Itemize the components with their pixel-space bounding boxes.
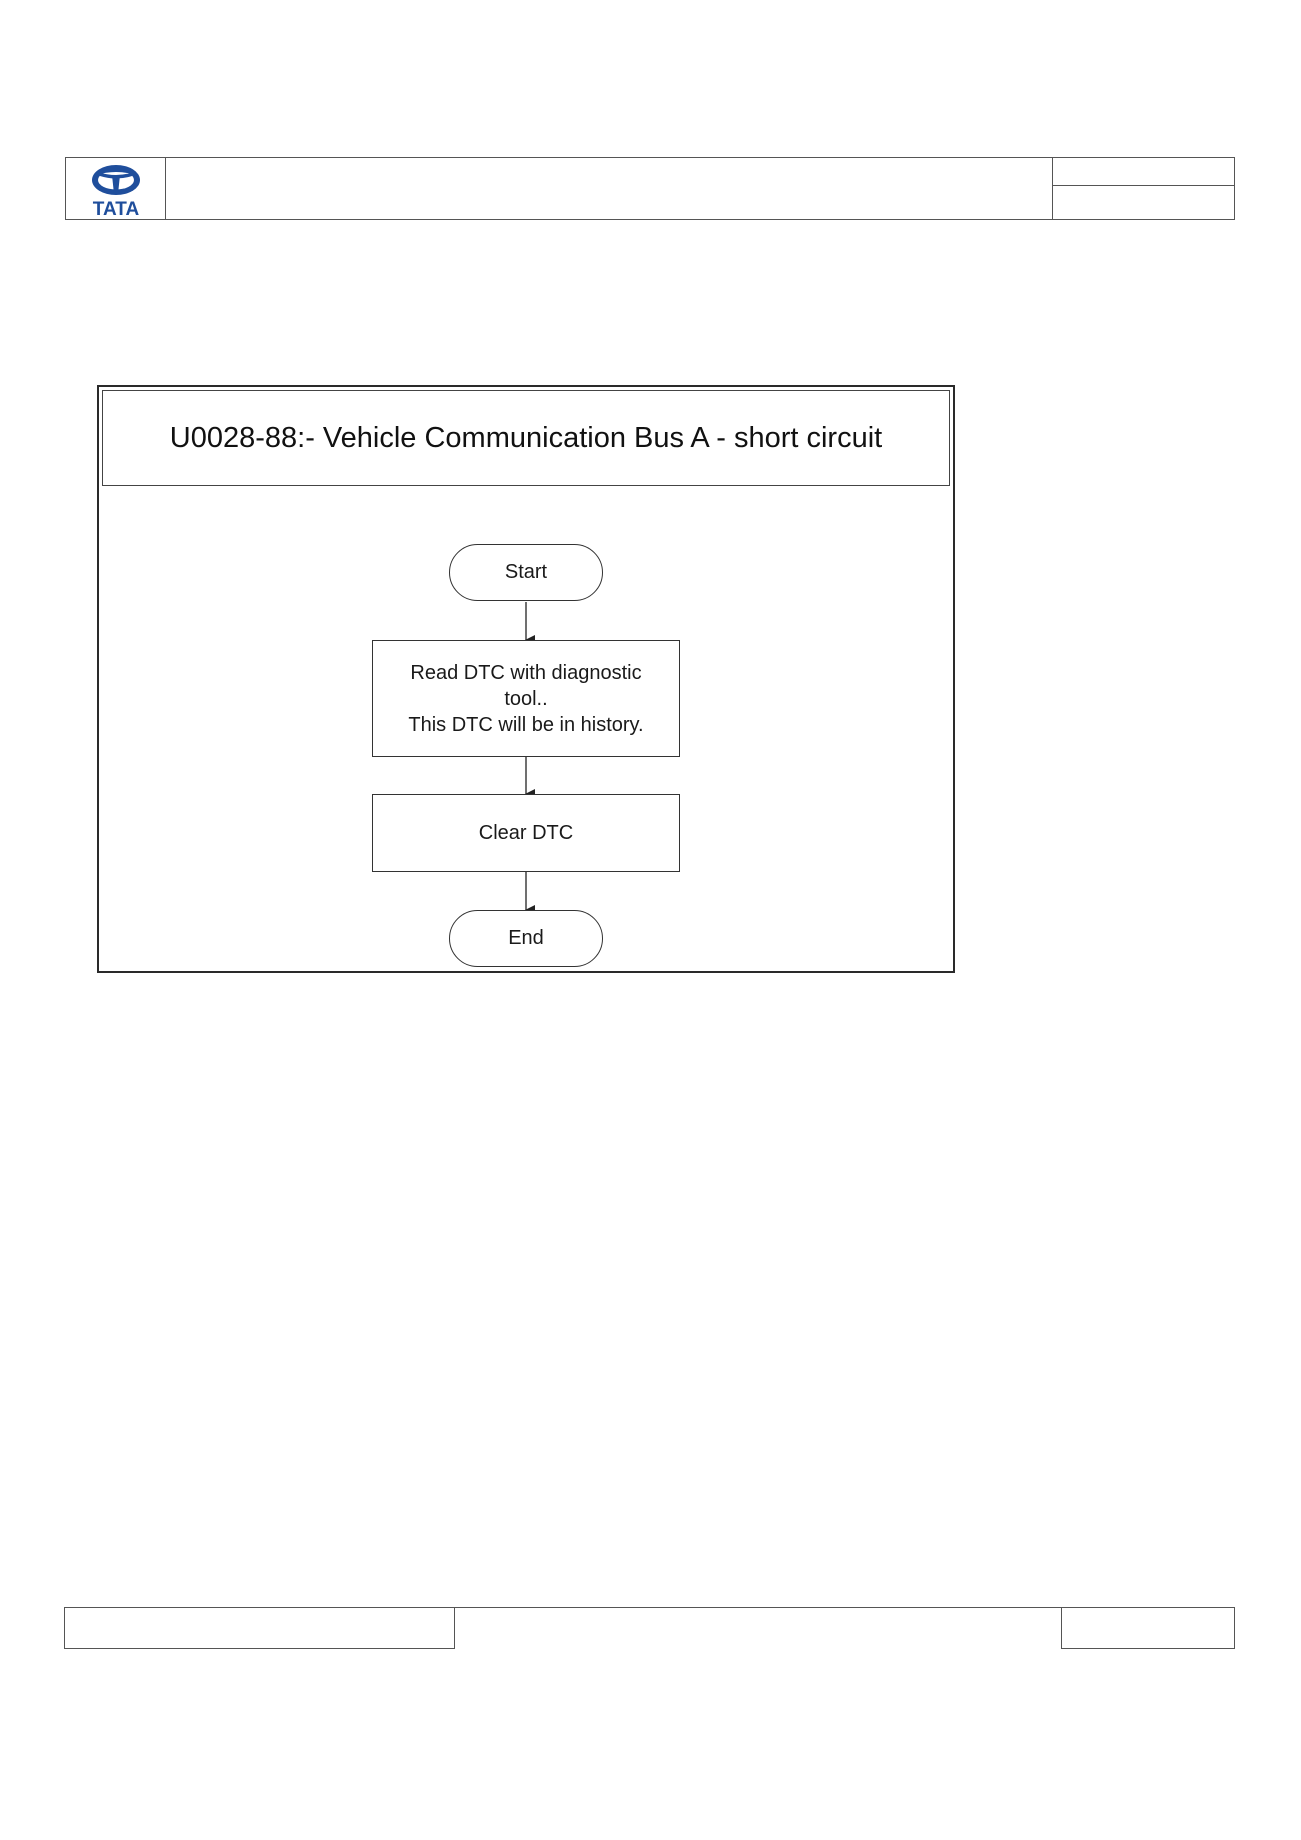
header-info-cell — [1052, 158, 1234, 219]
header-info-divider — [1053, 185, 1234, 186]
flowchart-title: U0028-88:- Vehicle Communication Bus A -… — [102, 390, 950, 486]
logo-cell: TATA — [66, 158, 166, 220]
read-dtc-step: Read DTC with diagnostic tool.. This DTC… — [372, 640, 680, 757]
read-dtc-line-2: tool.. — [504, 687, 548, 710]
start-terminal: Start — [449, 544, 603, 601]
end-terminal: End — [449, 910, 603, 967]
flowchart-frame — [97, 385, 955, 973]
tata-logo: TATA — [92, 165, 140, 220]
footer-left-box — [64, 1607, 455, 1649]
footer-rule — [455, 1607, 1061, 1608]
read-dtc-line-1: Read DTC with diagnostic — [410, 661, 642, 684]
end-label: End — [508, 927, 544, 949]
clear-dtc-label: Clear DTC — [478, 822, 574, 844]
clear-dtc-step: Clear DTC — [372, 794, 680, 872]
start-label: Start — [504, 561, 548, 583]
logo-wordmark: TATA — [93, 199, 140, 220]
footer-right-box — [1061, 1607, 1235, 1649]
page-header: TATA — [65, 157, 1235, 220]
read-dtc-line-3: This DTC will be in history. — [408, 713, 644, 736]
